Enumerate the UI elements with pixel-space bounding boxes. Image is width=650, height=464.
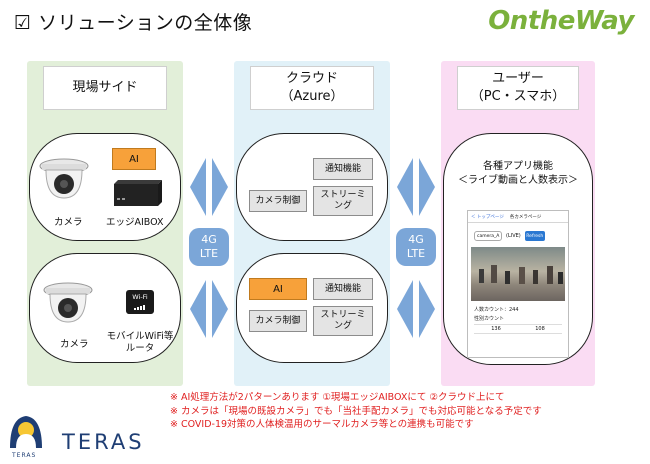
site1-camera-label: カメラ xyxy=(54,217,83,228)
notes-block: ※ AI処理方法が2パターンあります ①現場エッジAIBOXにて ②クラウド上に… xyxy=(170,391,542,432)
edge-aibox-icon xyxy=(114,180,162,206)
cloud1-streaming-line2: ング xyxy=(333,201,352,211)
cloud-header-line2: （Azure） xyxy=(280,89,344,104)
user-header-line1: ユーザー xyxy=(492,71,544,86)
cloud2-notify-box: 通知機能 xyxy=(313,278,373,300)
people-count-text: 人数カウント：244 xyxy=(474,307,519,313)
cloud-header-line1: クラウド xyxy=(285,71,338,86)
cloud2-streaming-box: ストリーミ ング xyxy=(313,306,373,336)
lte-right-line1: 4G xyxy=(408,233,424,246)
user-header: ユーザー （PC・スマホ） xyxy=(457,66,579,110)
double-arrow-icon-top-left xyxy=(190,158,228,216)
live-video-thumbnail xyxy=(471,247,565,301)
user-column: ユーザー （PC・スマホ） 各種アプリ機能 ＜ライブ動画と人数表示＞ ＜ トップ… xyxy=(441,61,595,386)
cloud-ai-label: AI xyxy=(273,283,283,295)
cloud-bubble-pattern2: AI 通知機能 カメラ制御 ストリーミ ング xyxy=(236,253,388,363)
double-arrow-icon-bottom-left xyxy=(190,280,228,338)
cloud2-streaming-line1: ストリーミ xyxy=(320,310,366,320)
router-label: モバイルWiFi等 ルータ xyxy=(104,331,176,355)
double-arrow-icon-top-right xyxy=(397,158,435,216)
phone-back-link[interactable]: ＜ トップページ xyxy=(471,214,504,220)
site-header: 現場サイド xyxy=(43,66,167,110)
cloud-ai-box: AI xyxy=(249,278,307,300)
cloud1-streaming-line1: ストリーミ xyxy=(320,190,366,200)
edge-aibox-label: エッジAIBOX xyxy=(106,217,164,228)
live-label: (LIVE) xyxy=(506,233,521,239)
lte-left-line1: 4G xyxy=(201,233,217,246)
router-label-line1: モバイルWiFi等 xyxy=(106,331,174,342)
user-header-line2: （PC・スマホ） xyxy=(470,89,566,104)
cloud-column: クラウド （Azure） 通知機能 カメラ制御 ストリーミ ング AI 通知機能… xyxy=(234,61,390,386)
camera-select-value: camera_A xyxy=(477,233,500,239)
teras-wordmark: TERAS xyxy=(62,430,145,454)
cloud2-camera-ctrl-label: カメラ制御 xyxy=(255,315,301,326)
site-header-label: 現場サイド xyxy=(72,80,138,95)
site-column: 現場サイド カメラ AI エッジAIBOX xyxy=(27,61,183,386)
refresh-button[interactable]: Refresh xyxy=(524,231,545,241)
lte-link-left: 4G LTE xyxy=(189,228,229,266)
smartphone-mockup: ＜ トップページ 各カメラページ camera_A (LIVE) Refresh… xyxy=(467,210,569,358)
gender-count-row: 136 108 xyxy=(474,324,562,334)
cloud2-camera-ctrl-box: カメラ制御 xyxy=(249,310,307,332)
site-edge-ai-bubble: カメラ AI エッジAIBOX xyxy=(29,133,181,241)
note-line: ※ AI処理方法が2パターンあります ①現場エッジAIBOXにて ②クラウド上に… xyxy=(170,392,505,403)
site2-camera-label: カメラ xyxy=(60,339,89,350)
double-arrow-icon-bottom-right xyxy=(397,280,435,338)
wifi-router-icon: Wi-Fi xyxy=(126,290,154,314)
site-router-bubble: カメラ Wi-Fi モバイルWiFi等 ルータ xyxy=(29,253,181,363)
cloud1-camera-ctrl-label: カメラ制御 xyxy=(255,195,301,206)
cloud-header: クラウド （Azure） xyxy=(250,66,374,110)
teras-emblem-icon xyxy=(10,416,42,448)
app-feature-line1: 各種アプリ機能 xyxy=(483,161,553,172)
phone-nav-title: 各カメラページ xyxy=(509,214,542,220)
camera-select[interactable]: camera_A xyxy=(474,231,502,241)
cloud-bubble-pattern1: 通知機能 カメラ制御 ストリーミ ング xyxy=(236,133,388,241)
edge-ai-label: AI xyxy=(129,153,139,165)
lte-left-line2: LTE xyxy=(199,247,219,260)
phone-nav-bar: ＜ トップページ 各カメラページ xyxy=(468,211,568,223)
lte-right-line2: LTE xyxy=(406,247,426,260)
router-label-line2: ルータ xyxy=(125,343,155,354)
edge-ai-box: AI xyxy=(112,148,156,170)
cloud2-streaming-line2: ング xyxy=(333,321,352,331)
cloud1-camera-ctrl-box: カメラ制御 xyxy=(249,190,307,212)
cloud1-streaming-box: ストリーミ ング xyxy=(313,186,373,216)
teras-emblem-caption: TERAS xyxy=(12,452,37,459)
cloud1-notify-box: 通知機能 xyxy=(313,158,373,180)
note-line: ※ COVID-19対策の人体検温用のサーマルカメラ等との連携も可能です xyxy=(170,419,474,430)
ontheway-logo: OntheWay xyxy=(488,6,634,36)
male-count: 136 xyxy=(491,326,501,332)
app-feature-label: 各種アプリ機能 ＜ライブ動画と人数表示＞ xyxy=(444,160,592,188)
gender-count-label: 性別カウント xyxy=(474,316,505,322)
refresh-button-label: Refresh xyxy=(526,233,544,239)
app-feature-line2: ＜ライブ動画と人数表示＞ xyxy=(458,175,578,186)
cloud1-notify-label: 通知機能 xyxy=(324,163,361,174)
female-count: 108 xyxy=(535,326,545,332)
dome-camera-icon xyxy=(39,158,89,199)
note-line: ※ カメラは「現場の既設カメラ」でも「当社手配カメラ」でも対応可能となる予定です xyxy=(170,405,542,417)
dome-camera-icon xyxy=(43,282,93,323)
wifi-router-label: Wi-Fi xyxy=(132,293,148,301)
page-title: ☑ ソリューションの全体像 xyxy=(14,12,253,34)
phone-controls-row: camera_A (LIVE) Refresh xyxy=(474,229,564,243)
cloud2-notify-label: 通知機能 xyxy=(324,283,361,294)
lte-link-right: 4G LTE xyxy=(396,228,436,266)
